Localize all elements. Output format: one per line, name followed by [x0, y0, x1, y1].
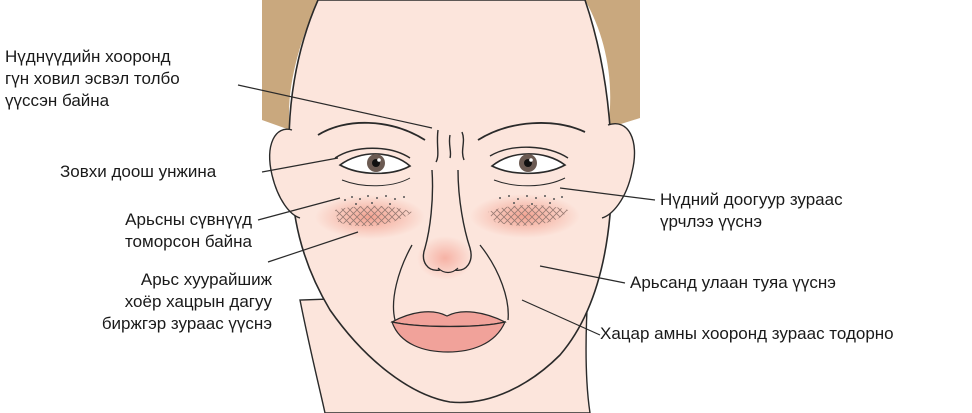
label-redness: Арьсанд улаан туяа үүснэ: [630, 272, 836, 294]
label-enlarged-pores: Арьсны сүвнүүд томорсон байна: [125, 209, 252, 253]
label-under-eye: Нүдний доогуур зураас үрчлээ үүснэ: [660, 189, 843, 233]
label-frown-lines: Нүднүүдийн хооронд гүн ховил эсвэл толбо…: [5, 46, 180, 112]
label-mouth-lines: Хацар амны хооронд зураас тодорно: [600, 323, 894, 345]
label-drooping-brow: Зовхи доош унжина: [60, 161, 216, 183]
label-nasolabial: Арьс хуурайшиж хоёр хацрын дагуу биржгэр…: [102, 269, 272, 335]
nose-blush: [417, 236, 473, 280]
